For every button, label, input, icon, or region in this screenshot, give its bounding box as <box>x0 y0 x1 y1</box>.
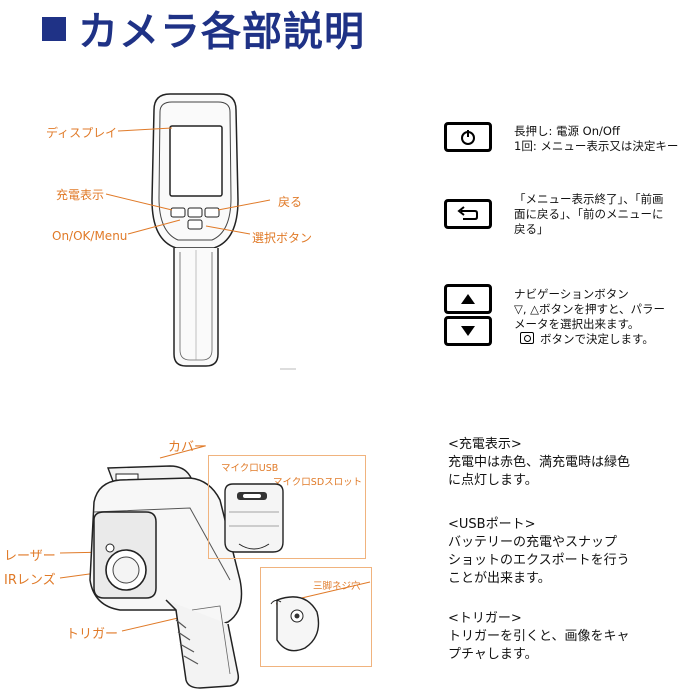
back-button-icon <box>444 199 492 229</box>
callout-ir-lens: IRレンズ <box>4 573 56 588</box>
back-desc-line1: 「メニュー表示終了」、「前画 <box>514 192 664 206</box>
divider-mark <box>280 368 296 370</box>
nav-button-desc: ナビゲーションボタン ▽, △ボタンを押すと、パラー メータを選択出来ます。 ボ… <box>514 287 665 347</box>
camera-front-illustration <box>151 93 239 367</box>
triangle-up-icon <box>461 294 475 304</box>
nav-desc-line4-row: ボタンで決定します。 <box>514 332 665 347</box>
callout-tripod: 三脚ネジ穴 <box>313 581 361 592</box>
power-symbol-icon <box>461 130 475 145</box>
nav-desc-line3: メータを選択出来ます。 <box>514 317 640 331</box>
info-trigger-heading: <トリガー> <box>448 611 522 626</box>
power-button-desc: 長押し: 電源 On/Off 1回: メニュー表示又は決定キー <box>514 124 678 154</box>
callout-power: On/OK/Menu <box>52 229 128 243</box>
page-title-text: カメラ各部説明 <box>78 9 365 55</box>
info-usb: <USBポート> バッテリーの充電やスナップ ショットのエクスポートを行う こと… <box>448 516 630 588</box>
nav-desc-line1: ナビゲーションボタン <box>514 287 629 301</box>
info-usb-line2: ショットのエクスポートを行う <box>448 553 630 568</box>
info-usb-heading: <USBポート> <box>448 517 536 532</box>
back-desc-line2: 面に戻る」、「前のメニューに <box>514 207 664 221</box>
power-button-icon <box>444 122 492 152</box>
callout-laser: レーザー <box>4 549 56 564</box>
power-desc-line1: 長押し: 電源 On/Off <box>514 124 620 138</box>
back-button-desc: 「メニュー表示終了」、「前画 面に戻る」、「前のメニューに 戻る」 <box>514 192 664 237</box>
ok-button-small-icon <box>520 332 534 344</box>
power-desc-line2: 1回: メニュー表示又は決定キー <box>514 139 679 153</box>
triangle-down-icon <box>461 326 475 336</box>
info-charge: <充電表示> 充電中は赤色、満充電時は緑色 に点灯します。 <box>448 436 630 490</box>
callout-back: 戻る <box>278 195 303 209</box>
callout-sd-slot: マイク口SDスロット <box>273 477 363 488</box>
nav-desc-line2: ▽, △ボタンを押すと、パラー <box>514 302 666 316</box>
info-charge-line2: に点灯します。 <box>448 473 538 488</box>
info-trigger-line2: プチャします。 <box>448 647 538 662</box>
page-title: カメラ各部説明 <box>42 6 365 58</box>
callout-trigger: トリガー <box>66 627 119 642</box>
return-arrow-icon <box>457 206 478 220</box>
info-trigger-line1: トリガーを引くと、画像をキャ <box>448 629 630 644</box>
nav-desc-line4: ボタンで決定します。 <box>540 332 654 346</box>
info-usb-line3: ことが出来ます。 <box>448 571 551 586</box>
camera-side-illustration <box>89 465 243 689</box>
tripod-hole-illustration <box>270 596 320 652</box>
up-button-icon <box>444 284 492 314</box>
info-charge-line1: 充電中は赤色、満充電時は緑色 <box>448 455 631 470</box>
back-desc-line3: 戻る」 <box>514 222 549 236</box>
down-button-icon <box>444 316 492 346</box>
callout-display: ディスプレイ <box>46 126 118 140</box>
callout-cover: カバー <box>168 440 208 455</box>
info-trigger: <トリガー> トリガーを引くと、画像をキャ プチャします。 <box>448 610 629 664</box>
callout-select: 選択ボタン <box>252 231 313 245</box>
usb-inset-frame: マイク口USB マイク口SDスロット <box>208 455 366 559</box>
callout-charge: 充電表示 <box>56 188 105 202</box>
info-charge-heading: <充電表示> <box>448 437 522 452</box>
tripod-inset-frame: 三脚ネジ穴 <box>260 567 372 667</box>
callout-micro-usb: マイク口USB <box>221 463 279 474</box>
usb-port-illustration <box>224 483 284 553</box>
title-square-icon <box>42 17 66 41</box>
info-usb-line1: バッテリーの充電やスナップ <box>448 535 618 550</box>
